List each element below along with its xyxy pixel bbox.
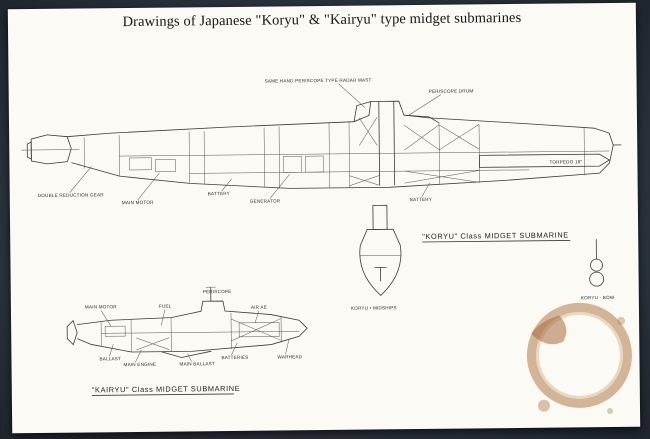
drawing-sheet: Drawings of Japanese "Koryu" & "Kairyu" … xyxy=(7,2,641,434)
koryu-tower-bulkhead-2 xyxy=(393,101,396,186)
midships-hull xyxy=(359,228,402,296)
label-double-reduction-gear: DOUBLE REDUCTION GEAR xyxy=(38,192,105,198)
label-kairyu-fuel: FUEL xyxy=(159,304,172,309)
koryu-inner-deck xyxy=(119,150,610,157)
koryu-bow-view: KORYU - BOW xyxy=(581,239,615,300)
label-kairyu-air: AIR AE xyxy=(251,305,267,310)
label-bow-view: KORYU - BOW xyxy=(581,295,615,300)
koryu-tail-section xyxy=(30,134,72,165)
koryu-midships-section: KORYU • MIDSHIPS xyxy=(351,204,402,311)
label-kairyu-main-motor: MAIN MOTOR xyxy=(85,304,117,309)
koryu-propeller xyxy=(26,141,32,160)
koryu-caption: "KORYU" Class MIDGET SUBMARINE xyxy=(422,230,569,241)
label-battery-1: BATTERY xyxy=(208,191,230,196)
label-kairyu-main-engine: MAIN ENGINE xyxy=(123,362,156,367)
kairyu-caption: "KAIRYU" Class MIDGET SUBMARINE xyxy=(92,384,241,395)
kairyu-equipment xyxy=(104,318,282,351)
label-periscope-drum: PERISCOPE DRUM xyxy=(429,88,474,93)
koryu-shaft-line xyxy=(21,149,80,151)
koryu-hull-outline xyxy=(67,100,614,189)
kairyu-side-view: PERISCOPE MAIN MOTOR FUEL AIR AE BALLAST… xyxy=(66,286,308,367)
label-torpedo: TORPEDO 18" xyxy=(549,159,582,164)
koryu-inner-keel xyxy=(189,169,530,174)
label-kairyu-periscope: PERISCOPE xyxy=(203,289,232,294)
label-midships: KORYU • MIDSHIPS xyxy=(351,305,397,310)
label-periscope-mast: SAME HAND PERISCOPE TYPE RADAR MAST xyxy=(265,77,372,83)
label-main-motor: MAIN MOTOR xyxy=(122,200,154,205)
label-generator: GENERATOR xyxy=(250,198,281,203)
diagram-canvas: SAME HAND PERISCOPE TYPE RADAR MAST PERI… xyxy=(21,77,632,415)
koryu-torpedo xyxy=(478,153,611,168)
coffee-stain xyxy=(526,302,632,415)
koryu-side-view: SAME HAND PERISCOPE TYPE RADAR MAST PERI… xyxy=(21,77,622,205)
koryu-tower-front xyxy=(353,101,371,122)
koryu-tower-aft xyxy=(403,114,440,124)
label-kairyu-warhead: WARHEAD xyxy=(277,354,302,359)
koryu-tower-bulkhead xyxy=(378,101,381,186)
koryu-equipment xyxy=(129,117,480,186)
label-kairyu-main-ballast: MAIN BALLAST xyxy=(179,361,214,366)
label-battery-2: BATTERY xyxy=(410,197,432,202)
label-kairyu-ballast: BALLAST xyxy=(99,356,121,361)
kairyu-fin xyxy=(161,350,212,358)
kairyu-propeller xyxy=(66,319,78,346)
label-kairyu-batteries: BATTERIES xyxy=(221,355,248,360)
